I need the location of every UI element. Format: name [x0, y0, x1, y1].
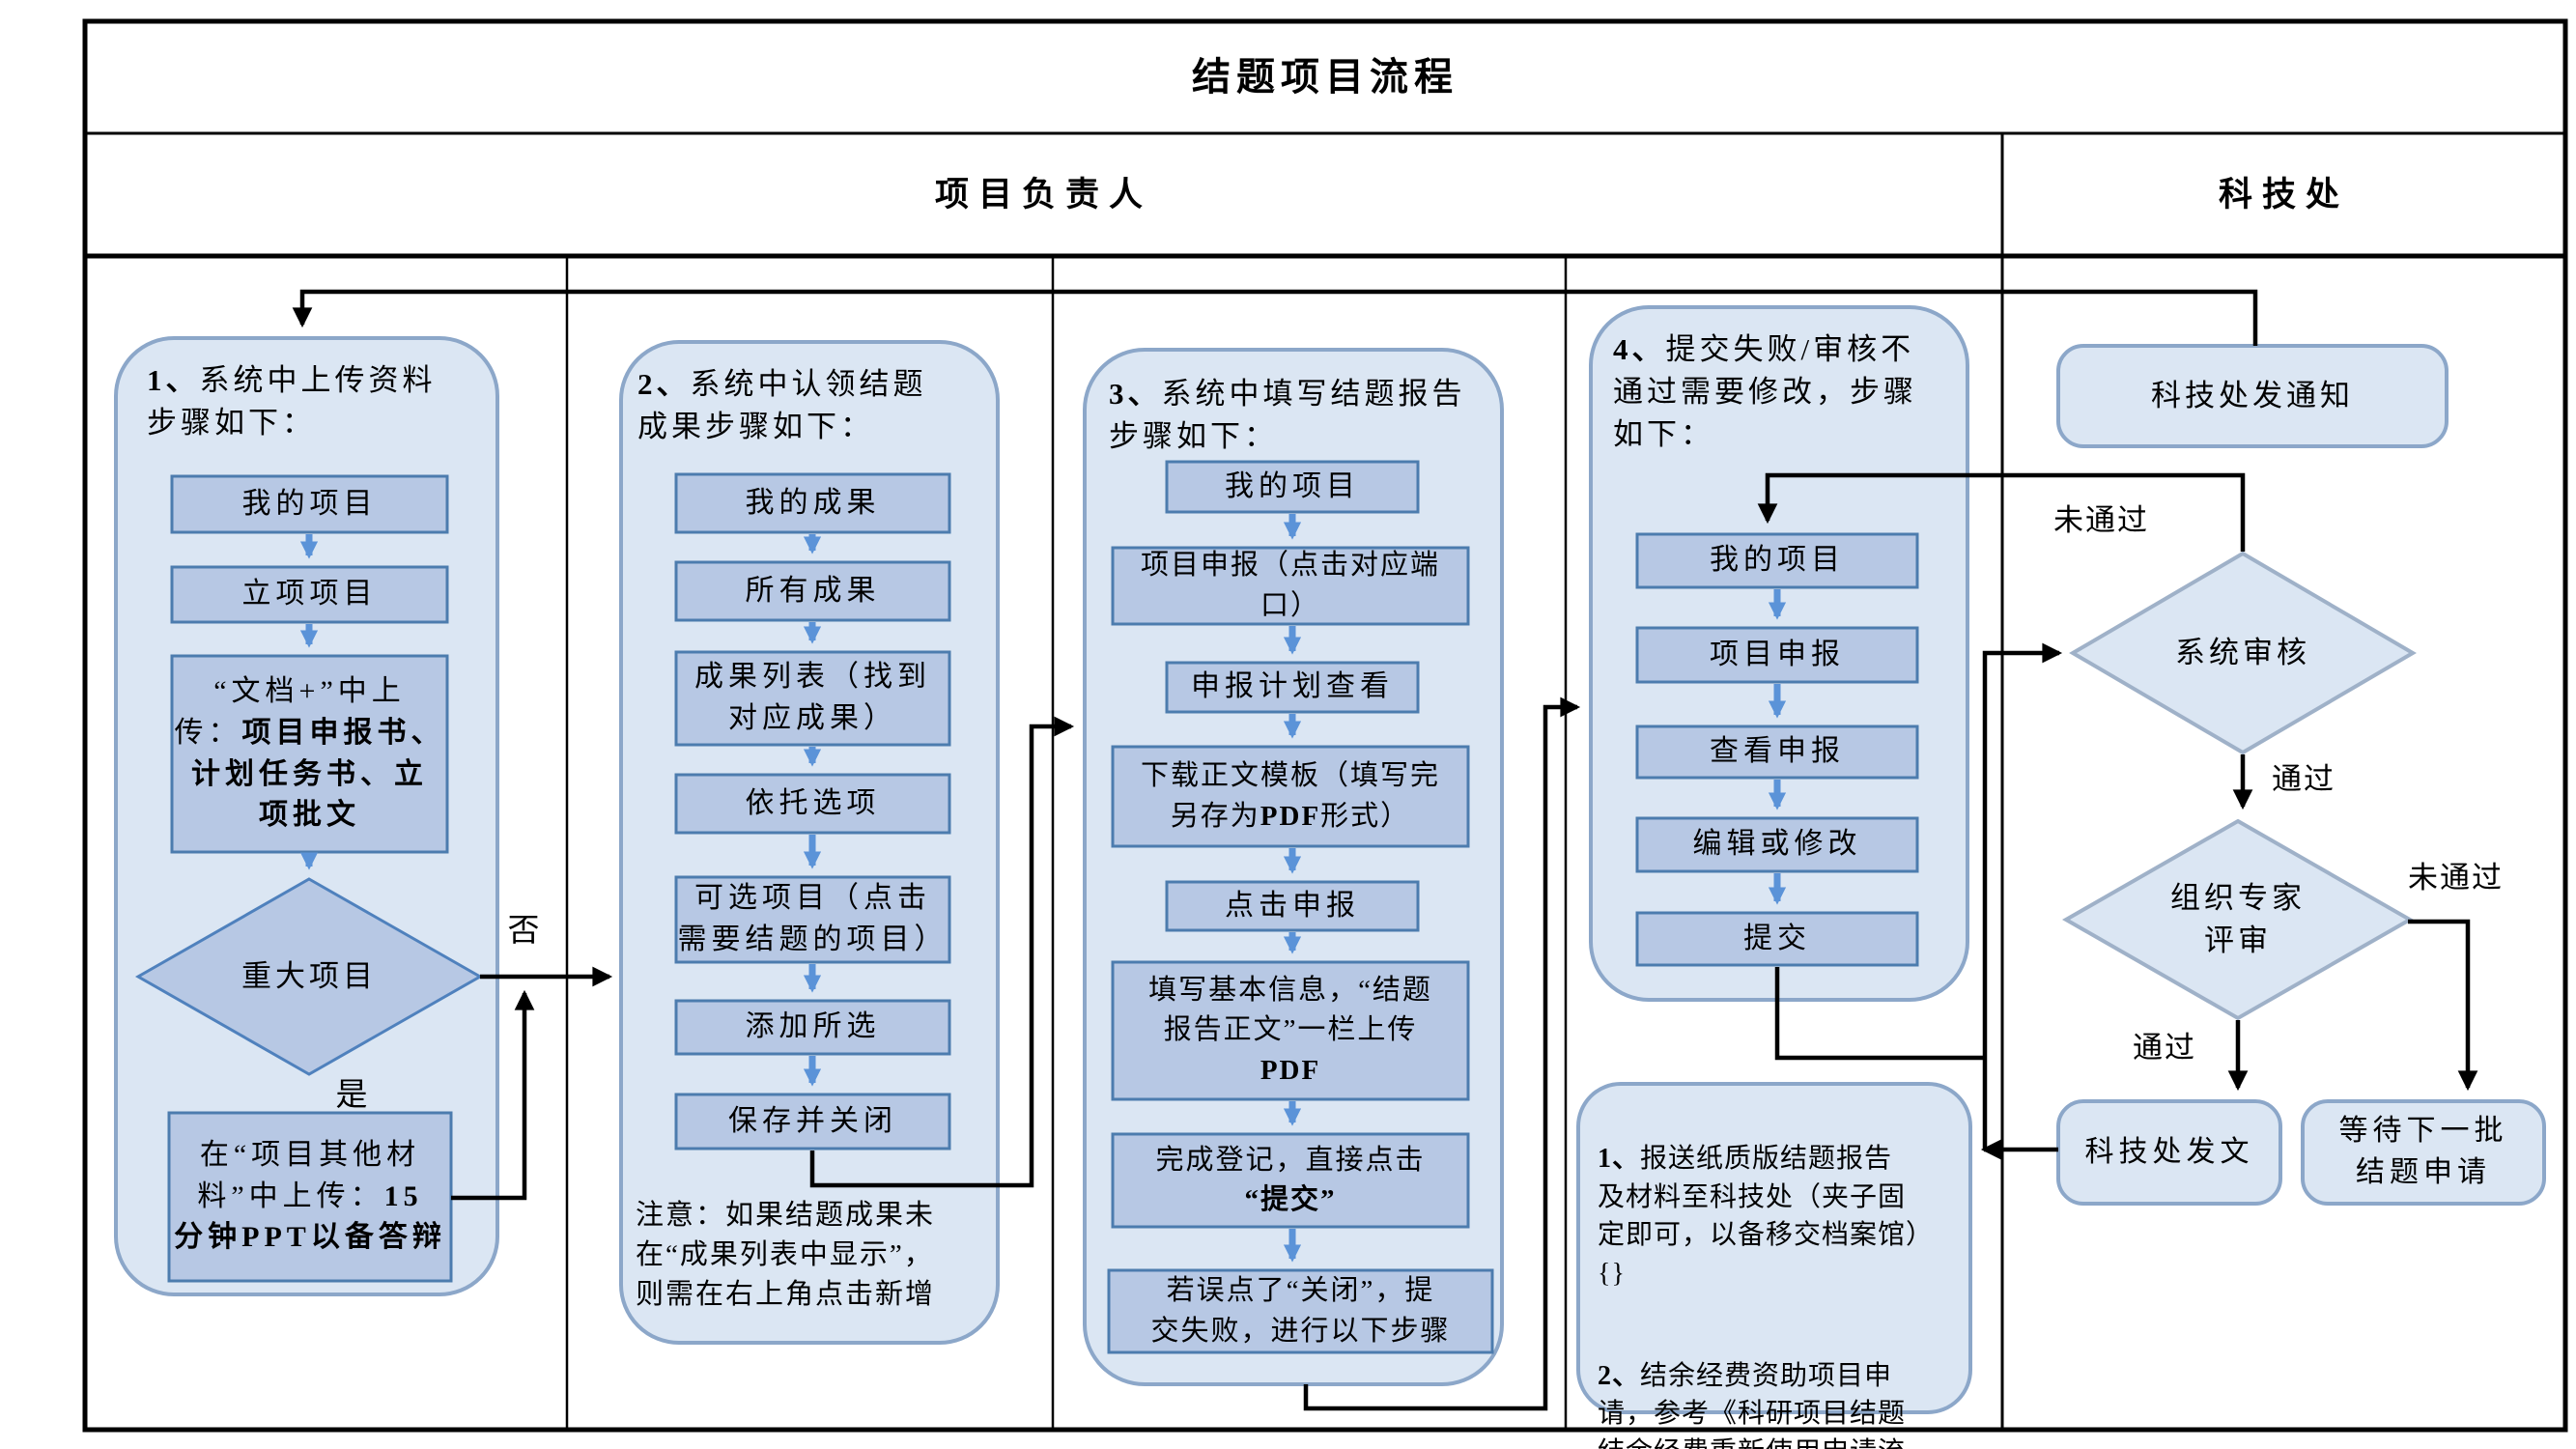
step2-box-selectable-projects: 可选项目（点击 需要结题的项目） — [677, 882, 948, 955]
step1-heading: 1、系统中上传资料 步骤如下： — [147, 363, 437, 440]
lane-header-sci-tech-office: 科技处 — [2218, 175, 2349, 213]
connectors — [292, 289, 2478, 1411]
edge-label-yes: 是 — [335, 1077, 370, 1113]
decision-expert-review — [2061, 818, 2415, 1021]
node-fawen-label: 科技处发文 — [2084, 1135, 2254, 1168]
node-wait-next-label: 等待下一批 结题申请 — [2338, 1115, 2508, 1188]
step3-box-project-declare: 项目申报（点击对应端 口） — [1140, 550, 1440, 621]
step3-box-my-projects: 我的项目 — [1225, 469, 1360, 502]
step1-box-my-projects: 我的项目 — [241, 487, 378, 520]
step4-box-edit-modify: 编辑或修改 — [1692, 828, 1862, 861]
decision-major-project — [134, 877, 484, 1076]
node-notice — [2056, 344, 2449, 448]
step3-box-fill-info: 填写基本信息，“结题 报告正文”一栏上传 PDF — [1148, 975, 1432, 1086]
decision-system-review-label: 系统审核 — [2175, 635, 2310, 669]
step2-box-add-selected: 添加所选 — [745, 1010, 881, 1043]
step2-heading: 2、系统中认领结题 成果步骤如下： — [637, 367, 927, 444]
lane-header-project-leader: 项目负责人 — [934, 175, 1152, 213]
step4-box-view-declare: 查看申报 — [1710, 735, 1845, 768]
container-paper-notes — [1576, 1082, 1972, 1414]
step2-box-all-achievements: 所有成果 — [745, 574, 881, 607]
edge-label-expert-fail: 未通过 — [2408, 860, 2504, 895]
edge-label-no: 否 — [507, 913, 542, 949]
edge-label-expert-pass: 通过 — [2133, 1030, 2196, 1065]
edge-label-sys-fail: 未通过 — [2053, 502, 2149, 537]
step4-box-my-projects: 我的项目 — [1710, 544, 1845, 577]
node-wait-next — [2301, 1099, 2546, 1206]
step2-box-rely-option: 依托选项 — [745, 786, 881, 819]
step1-box-ppt-upload: 在“项目其他材 料”中上传：15 分钟PPT以备答辩 — [174, 1139, 446, 1254]
edge-label-sys-pass: 通过 — [2272, 761, 2335, 796]
step3-heading: 3、系统中填写结题报告 步骤如下： — [1109, 377, 1466, 454]
step2-box-save-close: 保存并关闭 — [728, 1104, 897, 1137]
step3-box-click-declare: 点击申报 — [1225, 889, 1360, 922]
step3-box-wrong-close: 若误点了“关闭”，提 交失败，进行以下步骤 — [1150, 1275, 1451, 1347]
step3-box-submit: 完成登记，直接点击 “提交” — [1155, 1144, 1426, 1215]
step4-box-submit: 提交 — [1743, 922, 1811, 954]
decision-major-project-label: 重大项目 — [241, 958, 377, 993]
decision-expert-review-label: 组织专家 评审 — [2170, 880, 2306, 957]
step2-box-my-achievements: 我的成果 — [745, 486, 881, 519]
step1-box-approved-projects: 立项项目 — [241, 578, 378, 611]
step4-box-project-declare: 项目申报 — [1710, 638, 1845, 670]
page-title: 结题项目流程 — [1192, 54, 1458, 99]
step2-note: 注意：如果结题成果未 在“成果列表中显示”， 则需在右上角点击新增 — [636, 1200, 936, 1311]
step3-box-download-template: 下载正文模板（填写完 另存为PDF形式） — [1140, 760, 1440, 832]
step1-box-doc-upload: “文档+”中上 传：项目申报书、 计划任务书、立 项批文 — [174, 675, 445, 832]
node-notice-label: 科技处发通知 — [2151, 378, 2354, 412]
paper-notes: 1、报送纸质版结题报告 及材料至科技处（夹子固 定即可，以备移交档案馆）{} 2… — [1598, 1143, 1935, 1449]
step3-box-plan-view: 申报计划查看 — [1191, 670, 1394, 703]
decision-system-review — [2069, 551, 2417, 755]
node-fawen — [2056, 1099, 2282, 1206]
step2-box-achievement-list: 成果列表（找到 对应成果） — [694, 661, 931, 734]
step-arrows — [299, 514, 1787, 1263]
step4-heading: 4、提交失败/审核不 通过需要修改，步骤 如下： — [1613, 332, 1917, 452]
step-boxes — [167, 460, 1919, 1354]
